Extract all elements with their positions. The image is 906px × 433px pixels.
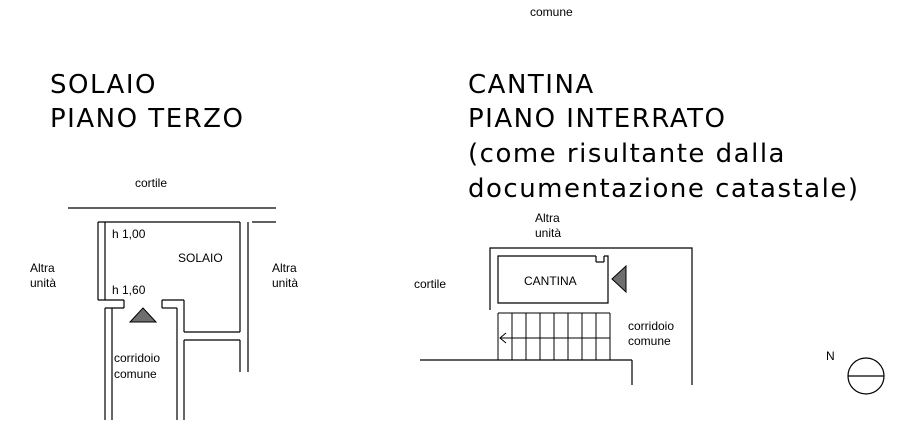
solaio-corridoio-1: corridoio: [114, 351, 160, 365]
cantina-plan: CANTINA PIANO INTERRATO (come risultante…: [414, 70, 860, 385]
north-label: N: [826, 349, 835, 363]
cantina-altra-1: Altra: [535, 211, 560, 225]
solaio-altra-right-1: Altra: [272, 261, 297, 275]
cantina-corridoio-2: comune: [628, 334, 671, 348]
cantina-corridoio-1: corridoio: [628, 319, 674, 333]
cantina-altra-2: unità: [535, 226, 561, 240]
cantina-title-line4: documentazione catastale): [468, 174, 860, 204]
north-compass-icon: N: [826, 349, 885, 395]
cantina-room-label: CANTINA: [524, 274, 577, 288]
top-comune-label: comune: [530, 5, 573, 19]
solaio-altra-right-2: unità: [272, 276, 298, 290]
solaio-corridoio-2: comune: [114, 367, 157, 381]
cantina-cortile-label: cortile: [414, 277, 446, 291]
solaio-height-bottom: h 1,60: [112, 283, 146, 297]
solaio-access-arrow: [128, 307, 158, 323]
solaio-height-top: h 1,00: [112, 227, 146, 241]
cantina-room-walls: [497, 255, 609, 304]
cantina-title-line1: CANTINA: [468, 70, 595, 100]
solaio-title-line2: PIANO TERZO: [50, 104, 244, 134]
solaio-cortile-label: cortile: [135, 176, 167, 190]
solaio-title-line1: SOLAIO: [50, 70, 157, 100]
cantina-staircase: [497, 312, 611, 361]
cantina-title-line2: PIANO INTERRATO: [468, 104, 726, 134]
solaio-altra-left-1: Altra: [30, 261, 55, 275]
cantina-title-line3: (come risultante dalla: [468, 139, 786, 169]
cantina-outer-boundary: [489, 247, 693, 385]
solaio-plan: SOLAIO PIANO TERZO cortile h 1,00 h 1: [30, 70, 298, 420]
cantina-access-arrow: [611, 264, 627, 294]
solaio-room-label: SOLAIO: [178, 251, 223, 265]
solaio-altra-left-2: unità: [30, 276, 56, 290]
